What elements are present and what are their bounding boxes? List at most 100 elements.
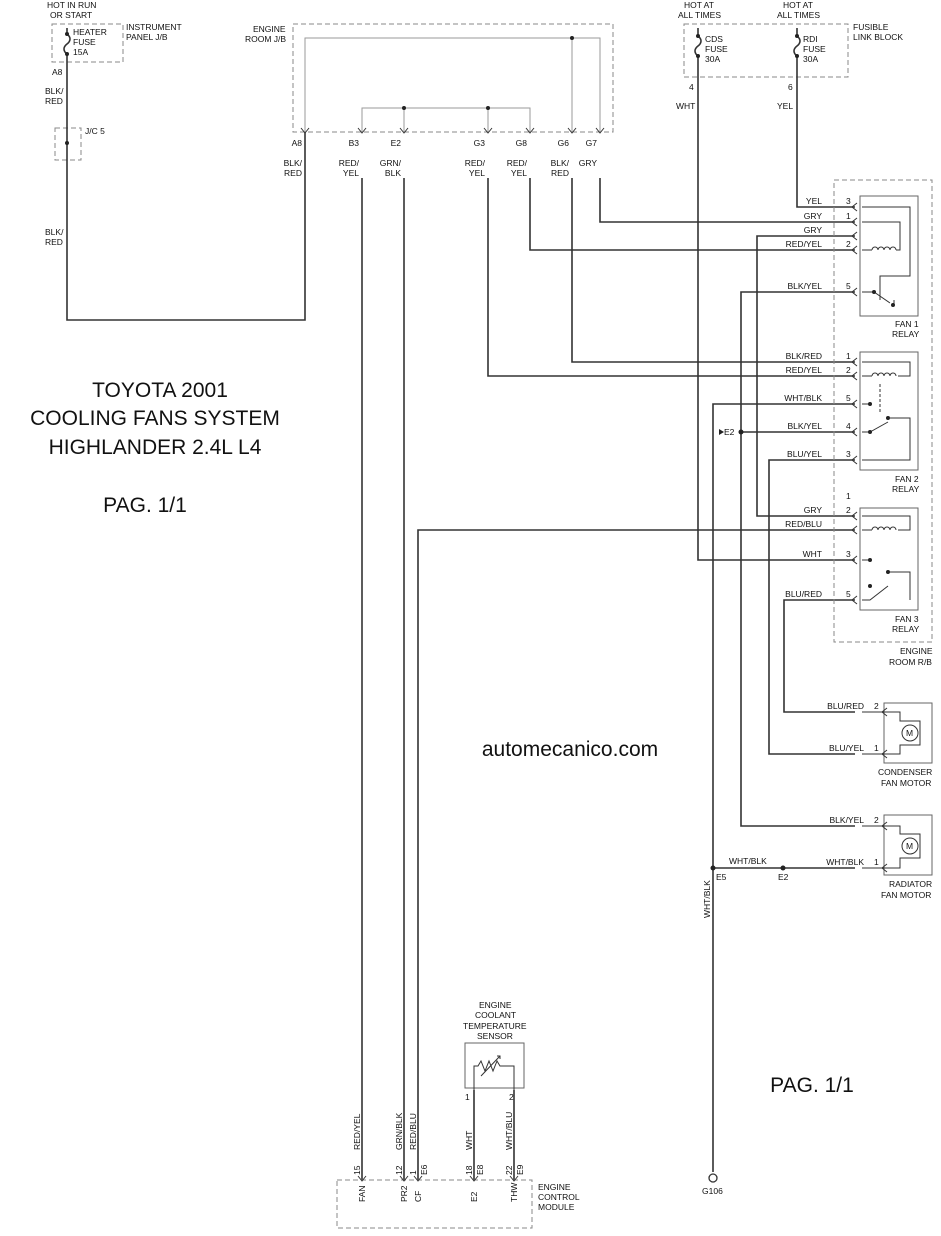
jc5-splice-dot xyxy=(65,141,69,145)
radiator-motor-wiring xyxy=(862,825,921,869)
title-line-1: TOYOTA 2001 xyxy=(92,379,228,402)
cds-pin-label: 4 xyxy=(689,82,694,92)
fuse-terminal-dot xyxy=(795,54,799,58)
fan1-relay-box xyxy=(859,195,919,317)
heater-fuse-label-3: 15A xyxy=(73,47,88,57)
fan1-relay-label-1: FAN 1 xyxy=(895,319,919,329)
hot-all-times-b-label-1: HOT AT xyxy=(783,0,813,10)
splice-e2-label: E2 xyxy=(724,427,735,437)
jb-pin-number: A8 xyxy=(292,138,303,148)
relay-wire-color: RED/YEL xyxy=(786,365,823,375)
hot-all-times-b-label-2: ALL TIMES xyxy=(777,10,820,20)
relay-pin-number: 3 xyxy=(846,449,851,459)
rdi-fuse-label-2: FUSE xyxy=(803,44,826,54)
ecm-pin-number: 1 xyxy=(408,1170,418,1175)
jb-internal-bus-2 xyxy=(361,107,531,132)
engine-room-jb-label-1: ENGINE xyxy=(253,24,286,34)
wire-blk-red-label-1: BLK/ xyxy=(45,86,64,96)
fan2-relay-label-1: FAN 2 xyxy=(895,474,919,484)
page-number-2: PAG. 1/1 xyxy=(770,1074,854,1097)
relay-wire-color: WHT xyxy=(803,549,822,559)
rdi-wire-label: YEL xyxy=(777,101,793,111)
wire-blk-red-label-1b: RED xyxy=(45,96,63,106)
cds-fuse-label-2: FUSE xyxy=(705,44,728,54)
jb-splice-dot xyxy=(486,106,490,110)
fan2-relay-label-2: RELAY xyxy=(892,484,920,494)
jb-wire-color: RED/ xyxy=(507,158,528,168)
heater-fuse-label-2: FUSE xyxy=(73,37,96,47)
ecm-terminal-name: THW xyxy=(509,1183,519,1202)
connector-terminal-icon xyxy=(509,1175,519,1182)
engine-room-rb-box xyxy=(833,179,933,643)
engine-room-rb-label-2: ROOM R/B xyxy=(889,657,932,667)
ecm-wire-color: RED/YEL xyxy=(352,1113,362,1150)
wire-red-blu xyxy=(417,529,855,1180)
wire-blk-red-label-2b: RED xyxy=(45,237,63,247)
connector-terminal-icon xyxy=(881,863,888,873)
connector-terminal-icon xyxy=(413,1175,423,1182)
engine-control-module: ENGINE CONTROL MODULE xyxy=(336,1179,580,1229)
wire-wht-cds xyxy=(694,28,855,561)
hot-run-start-label-2: OR START xyxy=(50,10,92,20)
jb-pin-labels: A8BLK/REDB3RED/YELE2GRN/BLKG3RED/YELG8RE… xyxy=(284,127,605,178)
fusible-link-label-2: LINK BLOCK xyxy=(853,32,903,42)
ect-label-4: SENSOR xyxy=(477,1031,513,1041)
fan2-relay-internal xyxy=(862,361,911,377)
fan3-relay-label-1: FAN 3 xyxy=(895,614,919,624)
wire-wht-blk-ground xyxy=(712,403,855,1172)
wire-gry-g7 xyxy=(599,178,855,223)
relay-contact-dot xyxy=(868,430,872,434)
ecm-label-2: CONTROL xyxy=(538,1192,580,1202)
fan1-relay-label-2: RELAY xyxy=(892,329,920,339)
coolant-temperature-sensor: ENGINE COOLANT TEMPERATURE SENSOR 1 2 xyxy=(463,1000,527,1180)
connector-terminal-icon xyxy=(357,1175,367,1182)
engine-room-jb: ENGINE ROOM J/B xyxy=(245,23,614,133)
connector-terminal-icon xyxy=(851,525,858,535)
splice-e2b-label: E2 xyxy=(778,872,789,882)
fuse-terminal-dot xyxy=(696,34,700,38)
wire-blk-yel xyxy=(740,291,855,827)
connector-terminal-icon xyxy=(851,217,858,227)
connector-terminal-icon xyxy=(357,127,367,134)
motor-wire-color: WHT/BLK xyxy=(826,857,864,867)
title-block: TOYOTA 2001 COOLING FANS SYSTEM HIGHLAND… xyxy=(30,379,854,1097)
motor-pin-number: 1 xyxy=(874,743,879,753)
radiator-label-2: FAN MOTOR xyxy=(881,890,931,900)
jb-wire-color: BLK xyxy=(385,168,401,178)
connector-terminal-icon xyxy=(595,127,605,134)
relay-contact-dot xyxy=(868,584,872,588)
connector-terminal-icon xyxy=(851,455,858,465)
jb-wire-color: YEL xyxy=(469,168,485,178)
harness-wires: E2 xyxy=(361,178,855,1180)
watermark-url: automecanico.com xyxy=(482,738,658,761)
fusible-link-box xyxy=(683,23,849,78)
splice-e2b-dot xyxy=(780,865,786,871)
connector-terminal-icon xyxy=(851,287,858,297)
splice-e5-label: E5 xyxy=(716,872,727,882)
arrow-icon xyxy=(719,429,724,435)
wire-blk-red-label-2: BLK/ xyxy=(45,227,64,237)
connector-terminal-icon xyxy=(851,231,858,241)
jc5-label: J/C 5 xyxy=(85,126,105,136)
ecm-label-1: ENGINE xyxy=(538,1182,571,1192)
ecm-wire-color: WHT xyxy=(464,1131,474,1150)
engine-room-jb-label-2: ROOM J/B xyxy=(245,34,286,44)
connector-terminal-icon xyxy=(851,245,858,255)
connector-terminal-icon xyxy=(851,202,858,212)
ground-label: G106 xyxy=(702,1186,723,1196)
fan1-relay-switch xyxy=(862,291,895,306)
connector-terminal-icon xyxy=(851,399,858,409)
relay-pin-number: 1 xyxy=(846,211,851,221)
ecm-terminal-name: E2 xyxy=(469,1191,479,1202)
radiator-motor-symbol: M xyxy=(906,841,913,851)
wire-wht-blk-vertical-label: WHT/BLK xyxy=(702,880,712,918)
relay-coil-icon xyxy=(871,372,897,377)
relay-contact-dot xyxy=(872,290,876,294)
jb-internal-bus xyxy=(304,37,601,132)
fuse-terminal-dot xyxy=(795,34,799,38)
relay-pin-number: 1 xyxy=(846,351,851,361)
motor-pin-number: 2 xyxy=(874,701,879,711)
relay-contact-dot xyxy=(868,402,872,406)
jb-wire-color: BLK/ xyxy=(551,158,570,168)
